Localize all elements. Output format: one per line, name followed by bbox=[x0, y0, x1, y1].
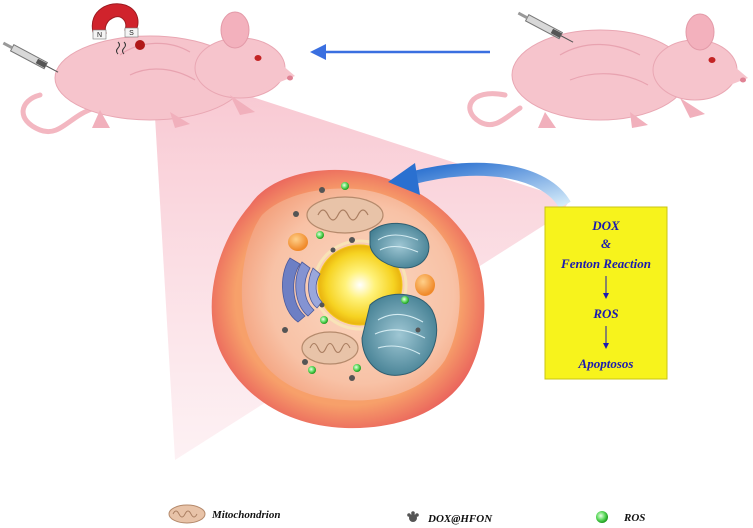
legend-mitochondrion-label: Mitochondrion bbox=[211, 509, 280, 521]
legend-ros-label: ROS bbox=[623, 512, 645, 524]
curved-arrow bbox=[388, 162, 571, 209]
golgi-upper bbox=[369, 222, 430, 269]
lysosome-1 bbox=[288, 233, 308, 251]
process-box-apoptosis: Apoptosos bbox=[578, 356, 634, 371]
legend-mitochondrion-icon bbox=[168, 504, 206, 524]
syringe-left bbox=[2, 41, 59, 73]
legend-drug-icon bbox=[407, 511, 419, 522]
legend-ros-icon bbox=[596, 511, 608, 523]
treated-mouse bbox=[2, 11, 295, 135]
magnet-north-label: N bbox=[97, 32, 102, 39]
tumor-cell bbox=[211, 169, 485, 429]
process-box-ros: ROS bbox=[592, 306, 618, 321]
legend: Mitochondrion DOX@HFON ROS bbox=[168, 504, 645, 525]
endoplasmic-reticulum bbox=[282, 257, 323, 323]
progression-arrow bbox=[310, 44, 490, 60]
process-box: DOX & Fenton Reaction ROS Apoptosos bbox=[544, 206, 668, 380]
process-box-fenton: Fenton Reaction bbox=[560, 256, 651, 271]
lysosome-2 bbox=[415, 274, 435, 296]
magnet-icon: N S bbox=[91, 3, 139, 55]
ros-particles bbox=[308, 182, 409, 374]
drug-particles bbox=[282, 187, 421, 381]
tumor bbox=[135, 40, 145, 50]
magnet-south-label: S bbox=[129, 30, 134, 37]
golgi-lower bbox=[361, 293, 438, 376]
process-box-and: & bbox=[601, 236, 611, 251]
mitochondrion-top bbox=[306, 196, 384, 234]
legend-drug-label: DOX@HFON bbox=[427, 513, 493, 525]
syringe-right bbox=[517, 11, 574, 43]
mitochondrion-bottom bbox=[301, 331, 359, 365]
injected-mouse bbox=[467, 11, 748, 128]
process-box-dox: DOX bbox=[591, 218, 620, 233]
